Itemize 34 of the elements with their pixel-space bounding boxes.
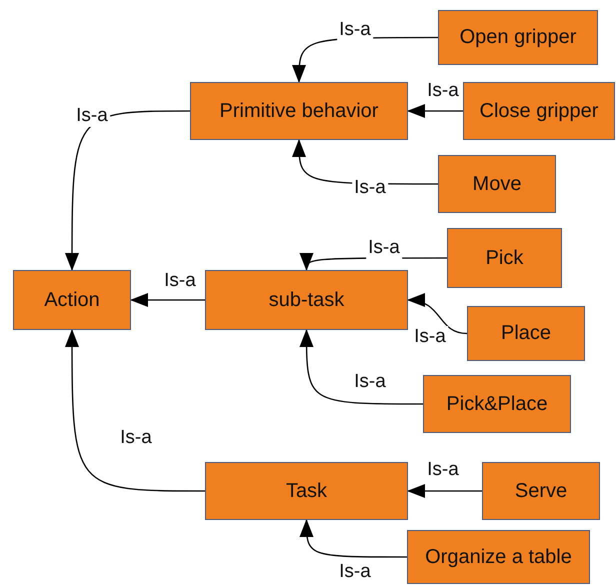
node-label: Serve <box>514 480 568 502</box>
node-label: Task <box>286 480 328 502</box>
node-label: Move <box>472 172 522 196</box>
edge-label: Is-a <box>366 237 402 259</box>
node-label: Close gripper <box>480 100 598 122</box>
class-box <box>467 306 585 361</box>
arrow <box>130 293 205 307</box>
arrow <box>407 484 482 498</box>
class-box <box>13 270 131 330</box>
node-label: Organize a table <box>425 546 572 568</box>
class-box <box>205 270 408 330</box>
class-box <box>463 82 615 140</box>
class-box <box>438 155 556 213</box>
arrow <box>65 329 205 492</box>
class-box <box>482 462 600 520</box>
node-label: Open gripper <box>460 26 576 49</box>
class-box <box>447 228 562 288</box>
node-label: Pick&Place <box>446 392 548 416</box>
class-box <box>205 462 408 520</box>
node-label: Action <box>44 288 100 312</box>
arrow <box>300 329 423 405</box>
node-label: Place <box>500 322 552 345</box>
node-label: Pick <box>486 246 524 270</box>
class-box <box>423 375 571 433</box>
arrow <box>65 110 190 271</box>
edge-label: Is-a <box>337 19 373 41</box>
arrow <box>300 519 407 558</box>
node-label: sub-task <box>268 288 344 312</box>
class-box <box>407 530 590 584</box>
class-box <box>190 82 408 140</box>
class-box <box>438 10 598 65</box>
node-label: Primitive behavior <box>220 100 378 122</box>
arrow <box>407 104 463 118</box>
arrow <box>407 294 468 334</box>
